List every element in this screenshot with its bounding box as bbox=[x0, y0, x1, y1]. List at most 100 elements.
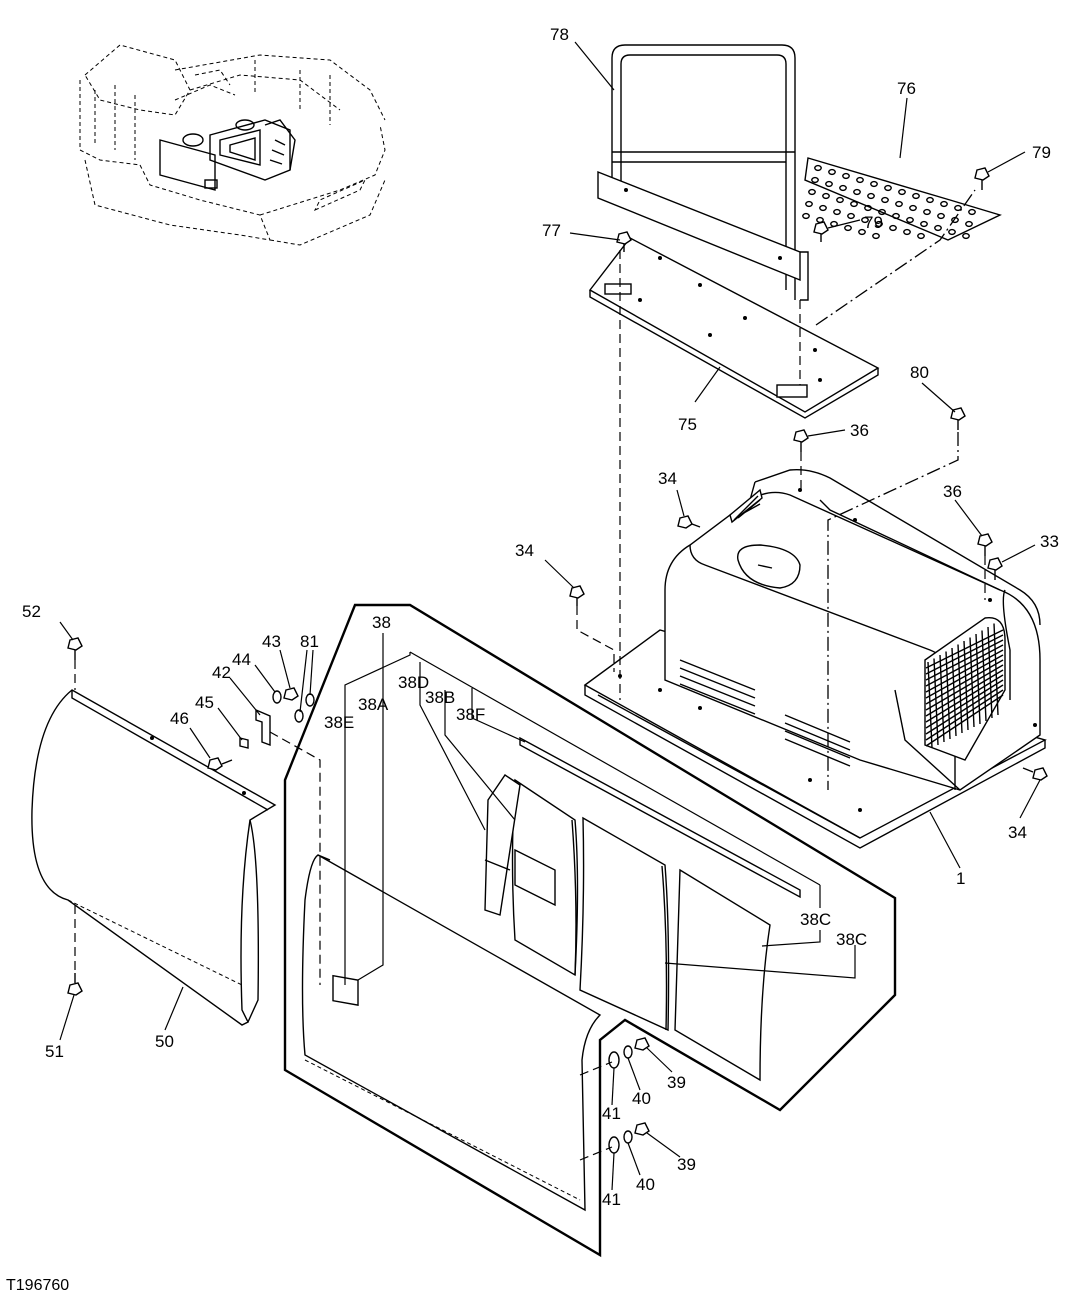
grille-line bbox=[957, 644, 963, 734]
step-plate-hole bbox=[906, 216, 914, 224]
step-plate-hole bbox=[909, 204, 917, 212]
step-plate-hole bbox=[802, 212, 810, 220]
step-plate-hole bbox=[881, 196, 889, 204]
step-plate-hole bbox=[872, 232, 880, 240]
grille-line bbox=[925, 674, 1004, 723]
figure-id: T196760 bbox=[6, 1277, 69, 1294]
bolt-79b-icon bbox=[974, 167, 990, 190]
grille-line bbox=[925, 684, 1004, 735]
callout-79-upper: 79 bbox=[1032, 143, 1051, 162]
callout-46: 46 bbox=[170, 709, 189, 728]
callout-38F: 38F bbox=[456, 705, 485, 724]
step-plate-hole bbox=[847, 212, 855, 220]
grille-line bbox=[925, 644, 1004, 687]
bolt-33-icon bbox=[987, 557, 1003, 580]
grille-line bbox=[925, 689, 1004, 741]
callout-38: 38 bbox=[372, 613, 391, 632]
machine-locator-sketch bbox=[79, 44, 386, 246]
bolt-34b-icon bbox=[569, 585, 585, 606]
callout-39-upper: 39 bbox=[667, 1073, 686, 1092]
step-plate-hole bbox=[884, 184, 892, 192]
grille-line bbox=[925, 649, 1004, 693]
alignment-lines bbox=[74, 189, 986, 1161]
step-plate-hole bbox=[853, 188, 861, 196]
callout-labels: 78 76 79 77 79 75 80 36 34 36 33 34 34 1… bbox=[22, 25, 1059, 1209]
step-plate-hole bbox=[878, 208, 886, 216]
callout-77: 77 bbox=[542, 221, 561, 240]
step-plate-hole bbox=[940, 200, 948, 208]
washer-81b-icon bbox=[294, 709, 304, 723]
grille-line bbox=[925, 659, 1004, 705]
step-plate-hole bbox=[858, 228, 866, 236]
grille-line bbox=[925, 664, 1004, 711]
step-plate-hole bbox=[917, 232, 925, 240]
step-plate-hole bbox=[814, 164, 822, 172]
callout-34-top: 34 bbox=[658, 469, 677, 488]
callout-41-lower: 41 bbox=[602, 1190, 621, 1209]
callout-38E: 38E bbox=[324, 713, 354, 732]
grille-line bbox=[927, 661, 933, 749]
step-plate-hole bbox=[867, 192, 875, 200]
grille-line bbox=[925, 634, 1004, 675]
step-plate-hole bbox=[864, 204, 872, 212]
grille-line bbox=[969, 637, 975, 728]
bolt-80-icon bbox=[950, 407, 966, 430]
leader-lines bbox=[59, 41, 1041, 1191]
callout-1: 1 bbox=[956, 869, 965, 888]
handrail-78 bbox=[597, 44, 809, 301]
grille-line bbox=[963, 640, 969, 731]
washer-81a-icon bbox=[305, 693, 315, 707]
side-panel-50 bbox=[31, 689, 277, 1026]
step-plate-hole bbox=[842, 172, 850, 180]
callout-36-upper: 36 bbox=[850, 421, 869, 440]
callout-39-lower: 39 bbox=[677, 1155, 696, 1174]
callout-38B: 38B bbox=[425, 688, 455, 707]
step-plate-hole bbox=[962, 232, 970, 240]
step-plate-hole bbox=[968, 208, 976, 216]
callout-81: 81 bbox=[300, 632, 319, 651]
bolt-77-icon bbox=[616, 231, 632, 252]
callout-36-right: 36 bbox=[943, 482, 962, 501]
grille-line bbox=[925, 694, 1004, 747]
step-plate-hole bbox=[836, 196, 844, 204]
callout-50: 50 bbox=[155, 1032, 174, 1051]
callout-76: 76 bbox=[897, 79, 916, 98]
step-plate-hole bbox=[926, 196, 934, 204]
step-plate-hole bbox=[875, 220, 883, 228]
callout-75: 75 bbox=[678, 415, 697, 434]
bolt-52-icon bbox=[67, 637, 83, 660]
callout-52: 52 bbox=[22, 602, 41, 621]
callout-38A: 38A bbox=[358, 695, 389, 714]
hardware-items bbox=[67, 167, 1048, 1154]
panel-assembly-38 bbox=[283, 603, 897, 1258]
step-plate-hole bbox=[850, 200, 858, 208]
grille-line bbox=[933, 658, 939, 746]
step-plate-hole bbox=[937, 212, 945, 220]
washer-44-icon bbox=[272, 690, 282, 704]
step-plate-hole bbox=[833, 208, 841, 216]
callout-42: 42 bbox=[212, 663, 231, 682]
callout-33: 33 bbox=[1040, 532, 1059, 551]
step-plate-hole bbox=[892, 212, 900, 220]
grille-line bbox=[939, 654, 945, 743]
step-plate-hole bbox=[825, 180, 833, 188]
bolt-51-icon bbox=[67, 973, 83, 996]
step-plate-hole bbox=[805, 200, 813, 208]
step-plate-hole bbox=[870, 180, 878, 188]
callout-41-upper: 41 bbox=[602, 1104, 621, 1123]
callout-43: 43 bbox=[262, 632, 281, 651]
bolt-36b-icon bbox=[977, 533, 993, 556]
step-plate-hole bbox=[934, 224, 942, 232]
cover-assembly-1 bbox=[583, 468, 1047, 849]
callout-34-right: 34 bbox=[1008, 823, 1027, 842]
bolt-34a-icon bbox=[677, 515, 701, 529]
callout-40-upper: 40 bbox=[632, 1089, 651, 1108]
louvers bbox=[679, 659, 851, 767]
step-plate-hole bbox=[808, 188, 816, 196]
grille-line bbox=[925, 639, 1004, 681]
grille-line bbox=[925, 629, 1004, 669]
callout-44: 44 bbox=[232, 650, 251, 669]
step-plate-hole bbox=[948, 228, 956, 236]
step-plate-hole bbox=[822, 192, 830, 200]
